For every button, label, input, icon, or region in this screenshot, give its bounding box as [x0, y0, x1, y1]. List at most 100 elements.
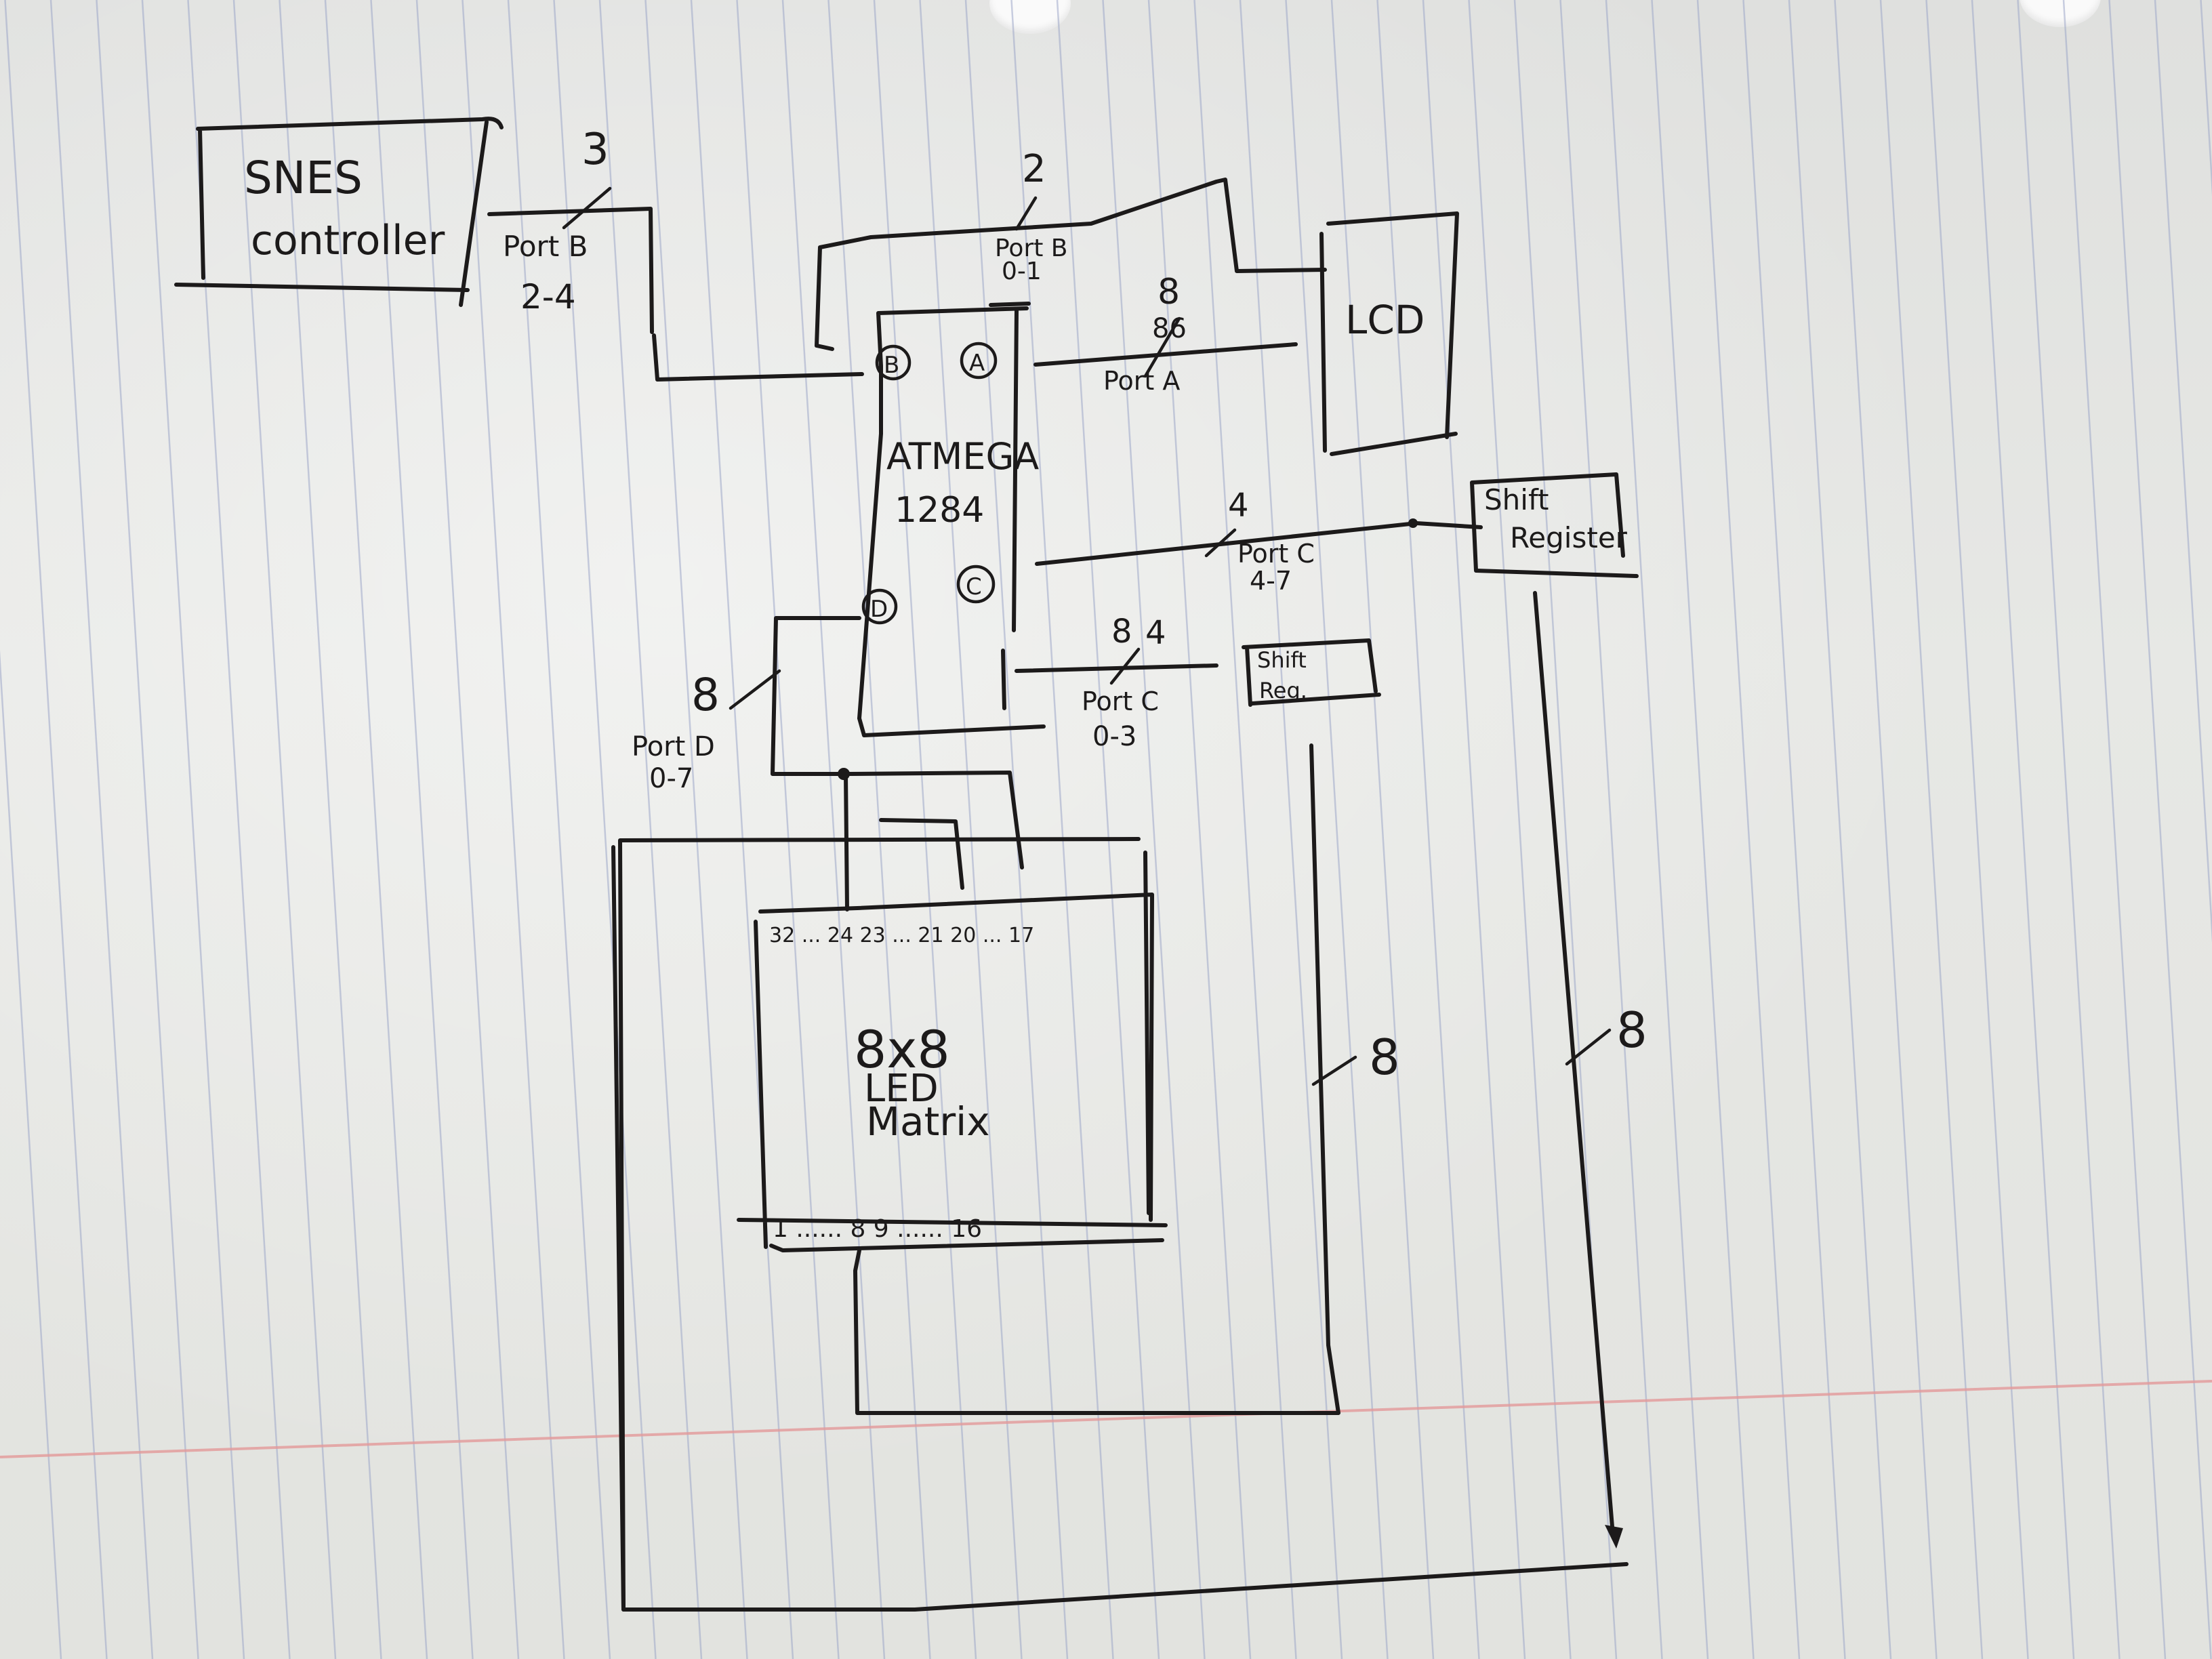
rule-line	[1651, 0, 1755, 1659]
rule-line	[1102, 0, 1206, 1659]
matrix-label-3: Matrix	[866, 1099, 990, 1145]
shift-register-sublabel: Register	[1510, 521, 1628, 554]
shift-reg-bus-width: 4	[1145, 614, 1166, 652]
rule-line	[1376, 0, 1480, 1659]
rule-line	[2108, 0, 2212, 1659]
rule-line	[827, 0, 931, 1659]
rule-line	[553, 0, 657, 1659]
rule-line	[1696, 0, 1801, 1659]
matrix-label: 8x8	[854, 1019, 950, 1080]
rule-line	[415, 0, 520, 1659]
lcd-control-pins: 0-1	[1002, 258, 1042, 285]
port-d-bus-port: Port D	[632, 731, 715, 762]
port-d-marker: D	[870, 596, 888, 623]
shift-register-bus-port: Port C	[1237, 539, 1315, 569]
matrix-label-2: LED	[864, 1067, 939, 1111]
rule-line	[1330, 0, 1435, 1659]
rule-line	[1422, 0, 1526, 1659]
rule-line	[1925, 0, 2029, 1659]
shift-reg-bus-strike: 8	[1111, 613, 1132, 651]
rule-line	[1788, 0, 1892, 1659]
rule-line	[1559, 0, 1663, 1659]
shift-reg-bus-pins: 0-3	[1092, 721, 1136, 752]
lcd-data-width: 8	[1158, 272, 1180, 312]
rule-line	[1834, 0, 1938, 1659]
port-d-wire: 8 Port D 0-7	[632, 616, 1024, 912]
rule-line	[2017, 0, 2121, 1659]
shift-register-wire: 4 Port C 4-7	[1035, 487, 1483, 596]
led-matrix-block: 32 ... 24 23 ... 21 20 ... 17 8x8 LED Ma…	[737, 851, 1168, 1252]
rule-line	[0, 649, 62, 1659]
rule-line	[1056, 0, 1160, 1659]
lcd-block: LCD	[1319, 211, 1459, 456]
rule-line	[1239, 0, 1343, 1659]
rule-line	[279, 0, 382, 1659]
shift-register-block: Shift Register	[1470, 472, 1639, 578]
rule-line	[141, 0, 245, 1659]
shift-reg-small-block: Shift Reg.	[1242, 638, 1381, 707]
rule-line	[232, 0, 337, 1659]
atmega-1284-block: ATMEGA 1284 B A D C	[857, 302, 1046, 737]
rule-line	[1147, 0, 1252, 1659]
rule-line	[1742, 0, 1846, 1659]
rule-line	[4, 0, 108, 1659]
shift-reg-sublabel: Reg.	[1259, 678, 1307, 703]
shift-reg-output-width: 8	[1369, 1029, 1400, 1086]
shift-register-bus-width: 4	[1228, 487, 1249, 525]
lcd-data-scribble: 86	[1152, 313, 1187, 344]
matrix-top-pins: 32 ... 24 23 ... 21 20 ... 17	[769, 924, 1034, 947]
rule-line	[324, 0, 428, 1659]
rule-line	[1193, 0, 1297, 1659]
rule-line	[781, 0, 886, 1659]
snes-bus-port: Port B	[503, 230, 588, 263]
port-d-bus-width: 8	[691, 669, 720, 721]
shift-register-bus-pins: 4-7	[1250, 566, 1292, 596]
port-a-marker: A	[969, 350, 985, 377]
shift-register-label: Shift	[1484, 483, 1549, 516]
shift-reg-label: Shift	[1257, 647, 1307, 673]
snes-sublabel: controller	[251, 217, 445, 264]
lcd-control-port: Port B	[995, 234, 1068, 262]
lcd-control-wire: 2 Port B 0-1	[815, 147, 1327, 351]
port-d-bus-pins: 0-7	[649, 763, 693, 794]
shift-reg-output-wire: 8	[853, 743, 1400, 1415]
rule-line	[598, 0, 703, 1659]
mcu-sublabel: 1284	[895, 490, 984, 531]
snes-bus-pins: 2-4	[520, 277, 576, 316]
port-c-marker: C	[966, 573, 982, 600]
snes-controller-block: SNES controller	[174, 117, 504, 307]
rule-line	[1971, 0, 2075, 1659]
margin-line	[0, 1380, 2212, 1458]
matrix-bottom-pins: 1 ...... 8 9 ...... 16	[773, 1215, 982, 1243]
lcd-data-port: Port A	[1103, 366, 1180, 396]
rule-line	[2154, 0, 2212, 943]
port-b-marker: B	[884, 352, 899, 379]
rule-line	[462, 0, 565, 1659]
shift-register-output-width: 8	[1616, 1002, 1647, 1059]
rule-line	[2062, 0, 2167, 1659]
rule-line	[370, 0, 474, 1659]
rule-line	[644, 0, 748, 1659]
rule-line	[1605, 0, 1709, 1659]
rule-line	[690, 0, 794, 1659]
mcu-label: ATMEGA	[886, 435, 1039, 478]
snes-bus-width: 3	[581, 125, 609, 175]
snes-label: SNES	[244, 152, 363, 204]
rule-line	[919, 0, 1023, 1659]
snes-bus-wire: 3 Port B 2-4	[487, 125, 864, 382]
lcd-label: LCD	[1345, 297, 1425, 343]
rule-line	[507, 0, 611, 1659]
shift-reg-bus-port: Port C	[1082, 687, 1159, 716]
rule-line	[1010, 0, 1114, 1659]
rule-line	[49, 0, 154, 1659]
rule-line	[96, 0, 199, 1659]
rule-line	[1879, 0, 1984, 1659]
rule-line	[736, 0, 840, 1659]
shift-reg-wire: 8 4 Port C 0-3	[1015, 613, 1218, 752]
lcd-control-width: 2	[1022, 147, 1046, 191]
lcd-data-wire: 8 86 Port A	[1033, 272, 1298, 396]
rule-line	[873, 0, 977, 1659]
rule-line	[1285, 0, 1389, 1659]
